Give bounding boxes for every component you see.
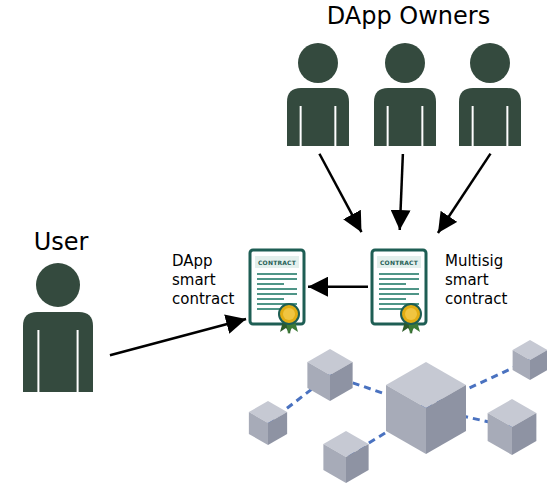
arrow-connector	[110, 319, 246, 355]
contract-node: CONTRACTMultisig smart contract	[370, 248, 428, 334]
arrow-connector	[438, 154, 491, 233]
owners-group: DApp Owners	[270, 2, 547, 152]
block-cube	[249, 401, 287, 445]
contract-label: DApp smart contract	[172, 252, 242, 309]
contract-tag: CONTRACT	[370, 259, 428, 266]
actor-label: User	[14, 228, 108, 256]
contract-tag: CONTRACT	[248, 259, 306, 266]
person-icon	[23, 263, 93, 392]
person-icon	[459, 43, 521, 146]
user-actor: User	[14, 228, 108, 394]
contract-node: CONTRACTDApp smart contract	[248, 248, 306, 334]
block-cube	[386, 362, 466, 454]
block-cube	[513, 340, 547, 380]
contract-label: Multisig smart contract	[445, 252, 515, 309]
person-icon	[287, 43, 349, 146]
block-cube	[307, 349, 352, 401]
arrow-connector	[400, 154, 403, 230]
arrow-connector	[308, 285, 368, 288]
block-cube	[488, 399, 537, 455]
block-cube	[323, 431, 368, 483]
actor-label: DApp Owners	[270, 2, 547, 30]
person-icon	[374, 43, 436, 146]
arrow-connector	[319, 154, 361, 232]
